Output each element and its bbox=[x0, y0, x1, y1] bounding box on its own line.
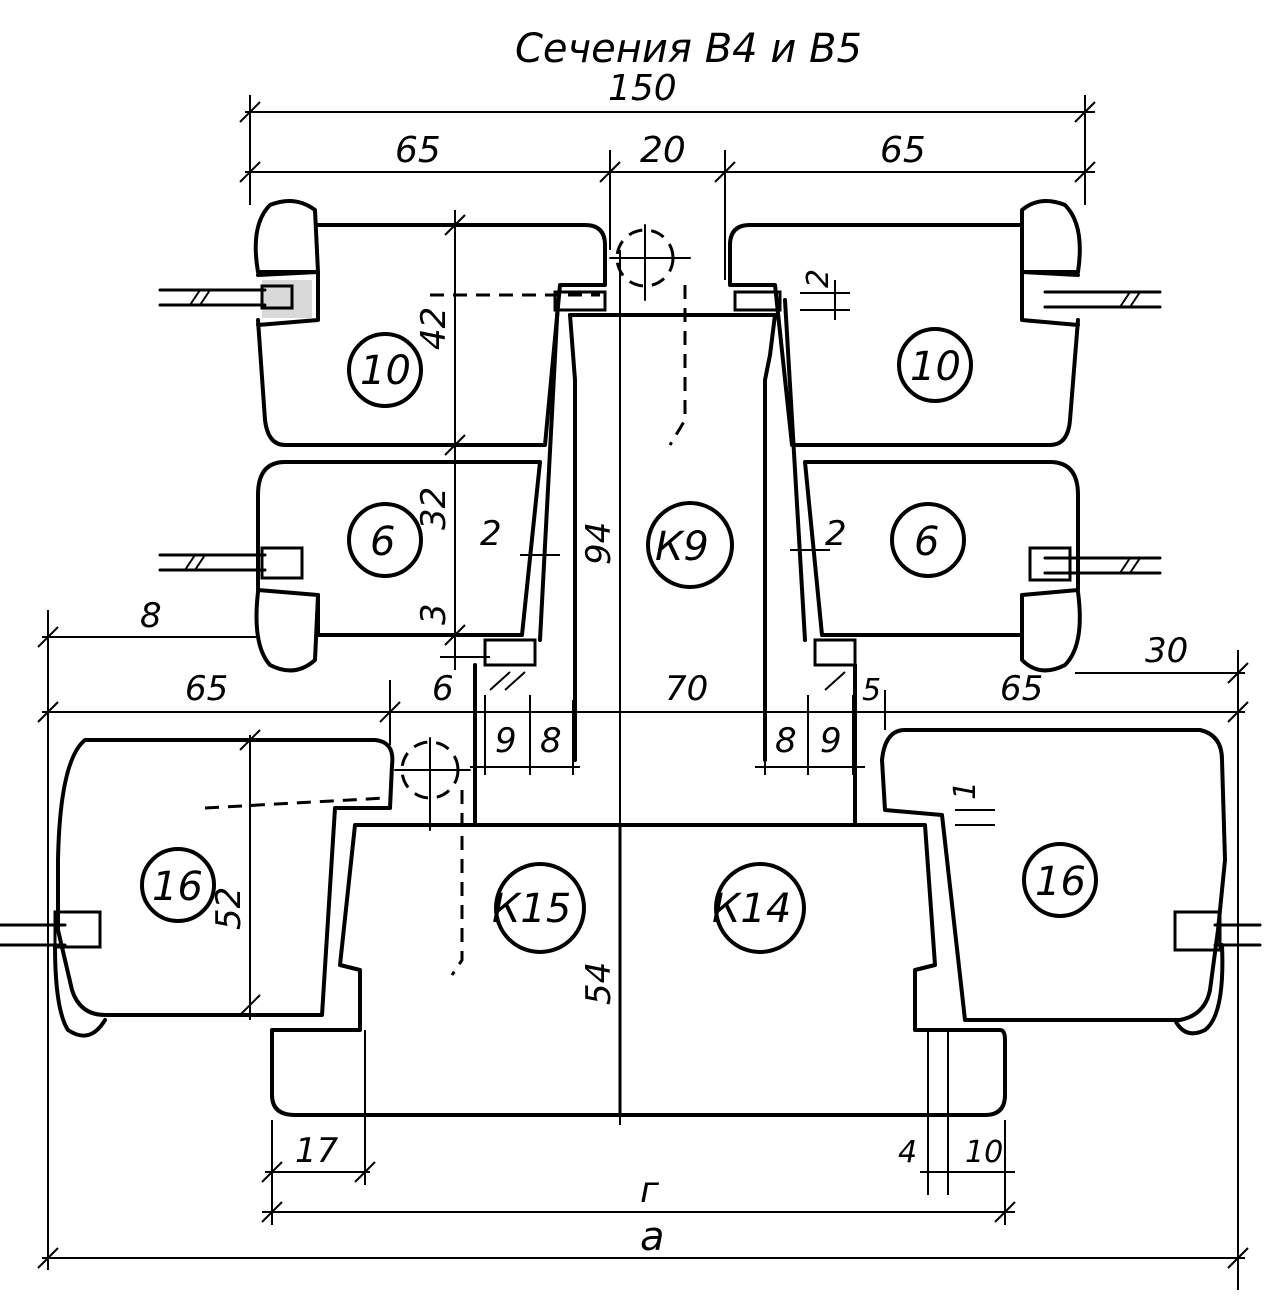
dimension-150: 150 bbox=[239, 68, 1096, 205]
column-k9: К9 bbox=[473, 290, 857, 827]
dim-65-lower-left-label: 65 bbox=[185, 669, 228, 709]
panel-16-left-marker bbox=[140, 847, 216, 923]
panel-6-right: 6 bbox=[803, 460, 1082, 673]
panel-10-right-label: 10 bbox=[910, 344, 961, 390]
panel-6-right-label: 6 bbox=[914, 519, 939, 565]
dim-8-left-label: 8 bbox=[540, 721, 562, 761]
dimension-17-4-10: 17 4 10 bbox=[261, 1030, 1015, 1225]
panel-16-left-label: 16 bbox=[152, 864, 203, 910]
dim-65-left-label: 65 bbox=[395, 130, 441, 171]
rail-left-top bbox=[158, 284, 294, 310]
dimension-30: 30 bbox=[1075, 631, 1249, 1290]
dimension-g: г bbox=[261, 1170, 1016, 1223]
drawing-title: Сечения В4 и В5 bbox=[515, 26, 862, 72]
panel-6-left-marker bbox=[347, 502, 423, 578]
bolt-lower bbox=[204, 737, 471, 976]
dim-1-label: 1 bbox=[948, 781, 983, 800]
dimension-9-8: 9 8 8 9 bbox=[470, 695, 865, 775]
column-k14-marker bbox=[714, 862, 806, 954]
panel-10-left: 10 bbox=[253, 199, 607, 447]
dim-10-label: 10 bbox=[965, 1135, 1003, 1170]
dim-65-right-label: 65 bbox=[880, 130, 926, 171]
dimension-65-70-65: 65 70 5 65 bbox=[37, 669, 1249, 745]
column-k15-marker bbox=[494, 862, 586, 954]
bolt-upper bbox=[430, 224, 691, 446]
dim-3-label: 3 bbox=[414, 603, 454, 625]
panel-10-left-label: 10 bbox=[360, 348, 411, 394]
dimension-65-20-65: 65 20 65 bbox=[239, 130, 1096, 280]
dimension-6: 6 bbox=[432, 656, 490, 709]
dim-5-label: 5 bbox=[862, 673, 881, 708]
dim-a-label: а bbox=[640, 1214, 665, 1260]
panel-10-right-marker bbox=[897, 327, 973, 403]
column-k9-label: К9 bbox=[655, 524, 709, 570]
dimension-a: а bbox=[37, 1214, 1249, 1269]
dim-4-label: 4 bbox=[898, 1135, 917, 1170]
panel-10-left-marker bbox=[347, 332, 423, 408]
rail-right-top bbox=[1043, 290, 1162, 309]
column-k9-marker bbox=[646, 501, 734, 589]
vertical-dims: 42 32 3 94 54 52 bbox=[209, 210, 621, 1125]
dim-8-right-label: 8 bbox=[775, 721, 797, 761]
panel-6-right-marker bbox=[890, 502, 966, 578]
rail-left-mid bbox=[158, 546, 304, 580]
dim-9-right-label: 9 bbox=[820, 721, 842, 761]
dim-2-left-label: 2 bbox=[480, 514, 502, 554]
dim-2-right-label: 2 bbox=[825, 514, 847, 554]
dim-54-label: 54 bbox=[579, 962, 619, 1005]
dim-52-label: 52 bbox=[209, 887, 249, 930]
dim-8-label: 8 bbox=[140, 596, 162, 636]
dim-2-top-label: 2 bbox=[801, 269, 836, 288]
dim-9-left-label: 9 bbox=[495, 721, 517, 761]
dim-17-label: 17 bbox=[295, 1131, 339, 1171]
columns-k15-k14: К15 К14 bbox=[270, 823, 1007, 1117]
panel-16-right: 16 bbox=[880, 728, 1227, 1036]
dim-42-label: 42 bbox=[414, 307, 454, 350]
panel-10-right: 10 bbox=[728, 199, 1082, 447]
dimension-8: 8 bbox=[37, 596, 260, 1270]
dim-6-label: 6 bbox=[432, 669, 454, 709]
panel-16-right-label: 16 bbox=[1035, 859, 1086, 905]
dim-70-label: 70 bbox=[665, 669, 708, 709]
dim-20-label: 20 bbox=[640, 130, 686, 171]
rail-right-mid bbox=[1028, 546, 1162, 582]
gap-dims: 2 2 2 1 bbox=[480, 269, 995, 826]
column-k14-label: К14 bbox=[712, 886, 791, 932]
panel-16-right-marker bbox=[1022, 842, 1098, 918]
panel-6-left-label: 6 bbox=[370, 519, 395, 565]
dim-150-label: 150 bbox=[608, 68, 677, 109]
dim-94-label: 94 bbox=[579, 522, 619, 565]
panel-6-left: 6 bbox=[254, 460, 542, 673]
column-k15-label: К15 bbox=[492, 886, 571, 932]
dim-32-label: 32 bbox=[414, 487, 454, 530]
dim-g-label: г bbox=[640, 1170, 660, 1211]
rail-left-low bbox=[0, 910, 102, 949]
dim-30-label: 30 bbox=[1145, 631, 1188, 671]
dim-65-lower-right-label: 65 bbox=[1000, 669, 1043, 709]
panel-16-left: 16 bbox=[53, 738, 395, 1038]
